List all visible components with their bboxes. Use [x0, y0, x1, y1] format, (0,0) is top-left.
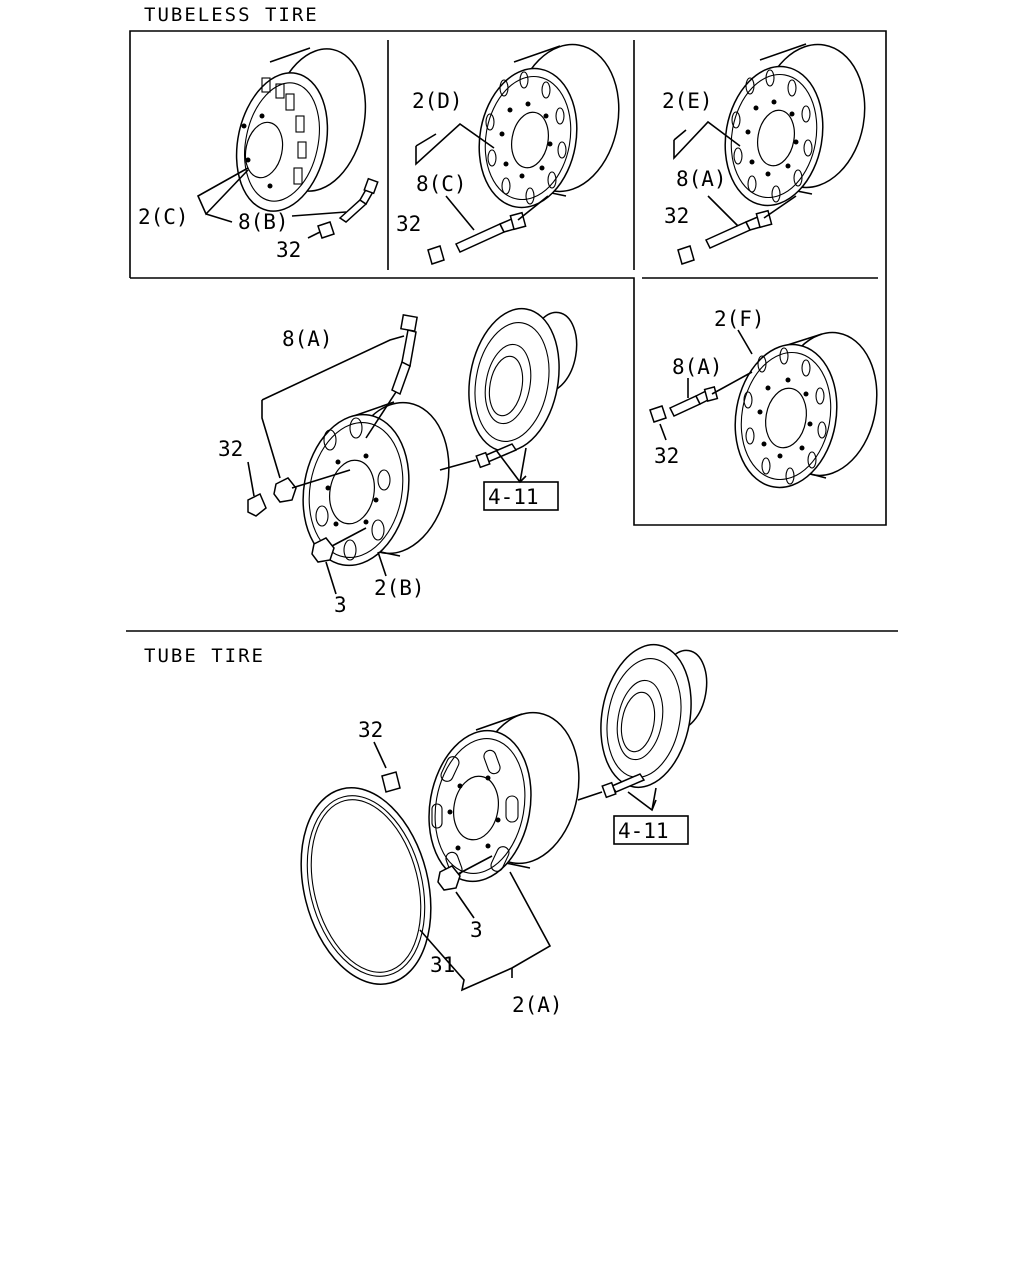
- callout-2b: 2(B): [374, 576, 425, 600]
- callout-8c: 8(C): [416, 172, 467, 196]
- tube-tire-title: TUBE TIRE: [144, 645, 265, 667]
- valve-cap-32-c: [677, 245, 695, 265]
- tubeless-tire-title: TUBELESS TIRE: [144, 4, 319, 26]
- valve-cap-32-f: [649, 405, 667, 423]
- callout-31: 31: [430, 953, 455, 977]
- callout-32-a: 32: [276, 238, 301, 262]
- callout-32-f: 32: [654, 444, 679, 468]
- flap-ring-31: [300, 787, 432, 985]
- callout-2c: 2(C): [138, 205, 189, 229]
- leaders-panel4: [659, 329, 753, 441]
- callout-2e: 2(E): [662, 89, 713, 113]
- callout-ref-tube: 4-11: [618, 819, 669, 843]
- wheel-nut-3-main: [311, 527, 367, 563]
- callout-2d: 2(D): [412, 89, 463, 113]
- wheel-2b: [302, 401, 450, 567]
- valve-cap-32-tube: [381, 771, 401, 793]
- leaders-panel3: [673, 120, 741, 227]
- reference-box-tube: [613, 815, 689, 845]
- callout-2f: 2(F): [714, 307, 765, 331]
- reference-box-main: [483, 481, 559, 511]
- callout-ref-main: 4-11: [488, 485, 539, 509]
- callout-32-b: 32: [396, 212, 421, 236]
- valve-8a-f: [668, 371, 753, 417]
- leaders-panel1: [196, 167, 347, 239]
- hub-main: [468, 307, 578, 453]
- callout-8a-f: 8(A): [672, 355, 723, 379]
- valve-8a-main: [365, 314, 418, 439]
- wheel-2f: [734, 331, 878, 489]
- wheel-2c: [235, 47, 367, 212]
- callout-32-tube: 32: [358, 718, 383, 742]
- hub-bolt-tube: [577, 773, 646, 801]
- leaders-main: [247, 335, 527, 595]
- callout-32-c: 32: [664, 204, 689, 228]
- wheel-2e: [724, 43, 866, 207]
- hub-bolt-main: [439, 443, 518, 471]
- valve-nut-main: [273, 469, 351, 503]
- valve-8c: [454, 195, 549, 253]
- callout-32-main: 32: [218, 437, 243, 461]
- wheel-2d: [478, 43, 620, 209]
- wheel-2a: [428, 711, 580, 883]
- callout-8b: 8(B): [238, 210, 289, 234]
- leaders-tube: [373, 741, 657, 992]
- wheel-nut-3-tube: [437, 855, 493, 891]
- leaders-panel2: [415, 122, 495, 231]
- callout-8a-e: 8(A): [676, 167, 727, 191]
- valve-cap-32-a: [317, 221, 335, 239]
- valve-8b: [338, 177, 379, 223]
- valve-cap-32-main: [247, 492, 267, 517]
- callout-8a-main: 8(A): [282, 327, 333, 351]
- callout-3-tube: 3: [470, 918, 483, 942]
- callout-2a: 2(A): [512, 993, 563, 1017]
- valve-8a-e: [704, 195, 797, 249]
- callout-3-main: 3: [334, 593, 347, 617]
- valve-cap-32-b: [427, 245, 445, 265]
- tubeless-frames: [129, 30, 887, 526]
- hub-tube: [600, 643, 708, 789]
